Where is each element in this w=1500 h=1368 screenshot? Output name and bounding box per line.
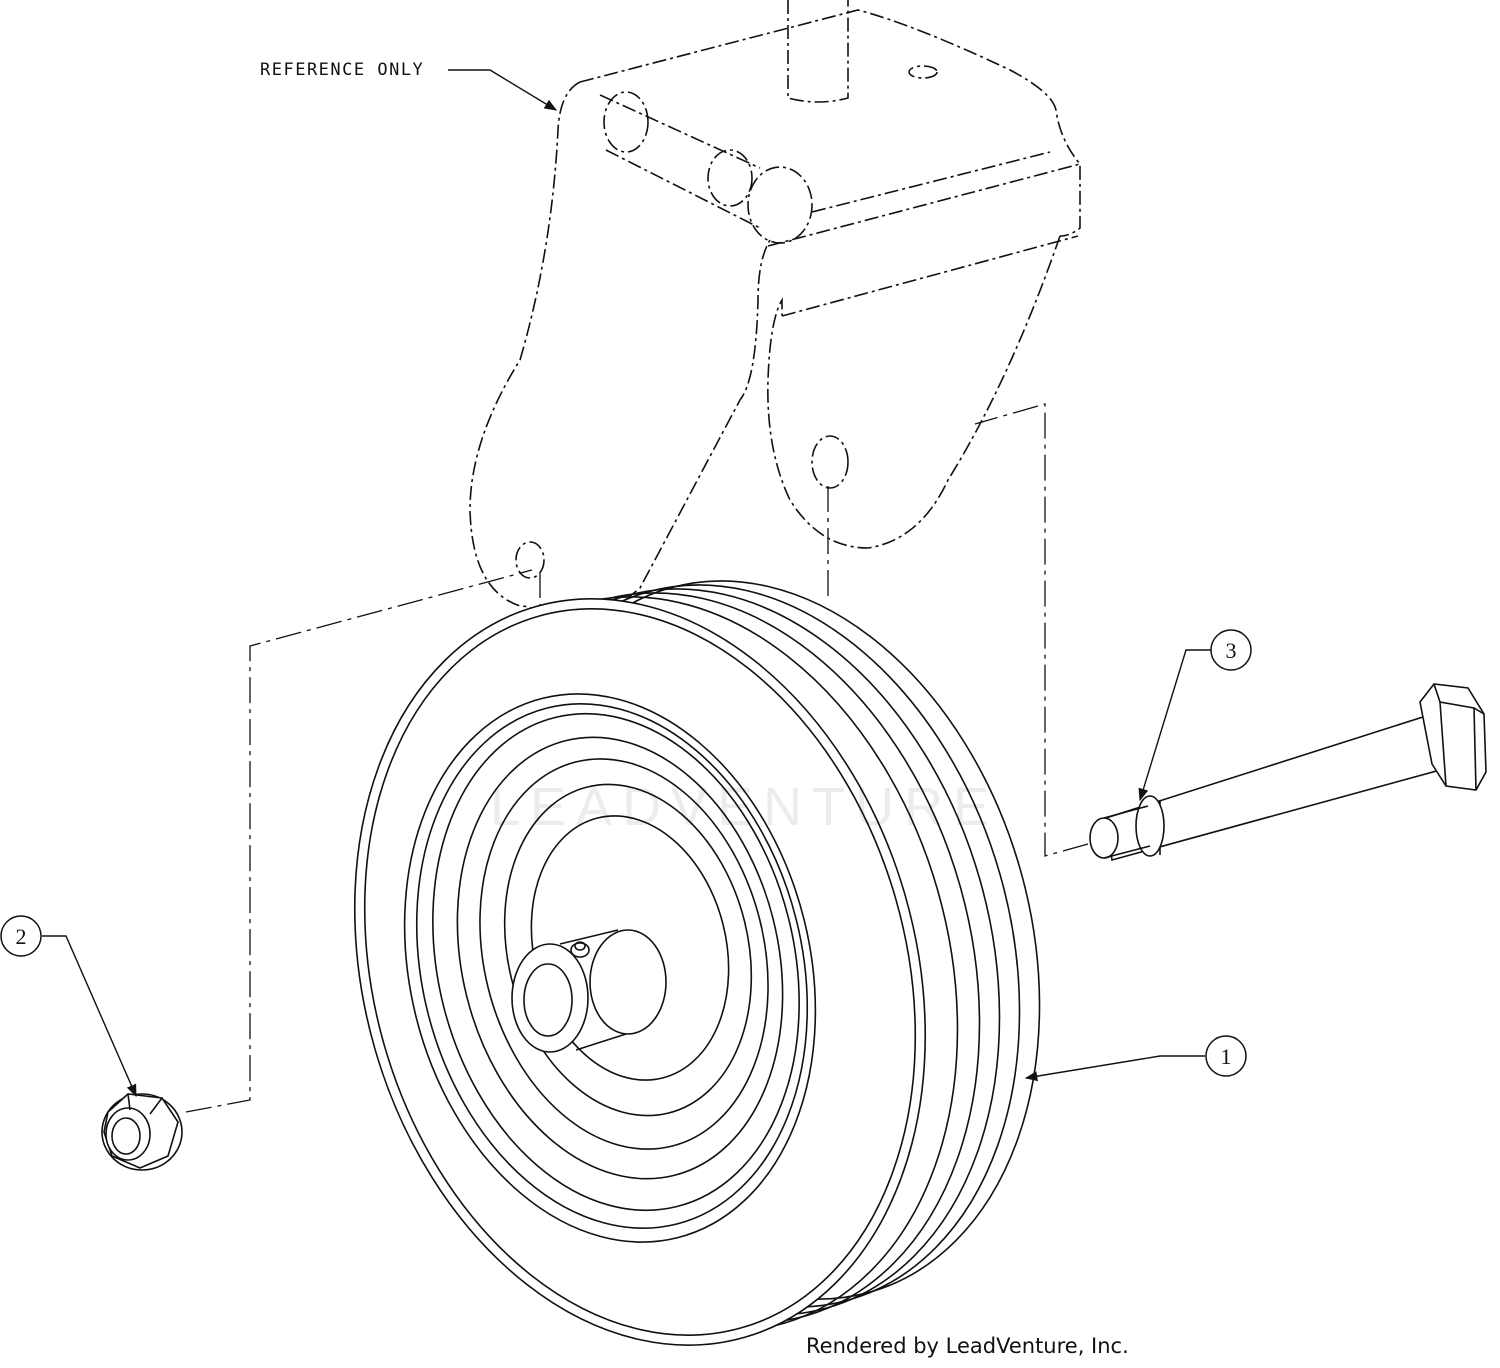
leader-lines: [42, 69, 1212, 1098]
callout-3-number: 3: [1226, 638, 1237, 663]
callout-1-number: 1: [1221, 1044, 1232, 1069]
leadventure-watermark: LEADVENTURE: [490, 777, 1000, 837]
wheel-assembly[interactable]: [270, 517, 1121, 1368]
reference-leader: [448, 69, 558, 111]
caster-fork: [469, 0, 1081, 641]
callout-3[interactable]: 3: [1210, 629, 1252, 671]
shoulder-bolt[interactable]: [1089, 683, 1487, 862]
reference-only-label: REFERENCE ONLY: [260, 60, 425, 80]
callout-2-number: 2: [16, 924, 27, 949]
callout-3-leader: [1138, 649, 1212, 802]
callout-2[interactable]: 2: [0, 915, 42, 957]
callout-2-leader: [42, 935, 137, 1098]
hex-flange-lock-nut[interactable]: [101, 1093, 183, 1171]
callout-1[interactable]: 1: [1205, 1035, 1247, 1077]
footer-credit: Rendered by LeadVenture, Inc.: [806, 1334, 1129, 1358]
callout-1-leader: [1024, 1055, 1205, 1082]
